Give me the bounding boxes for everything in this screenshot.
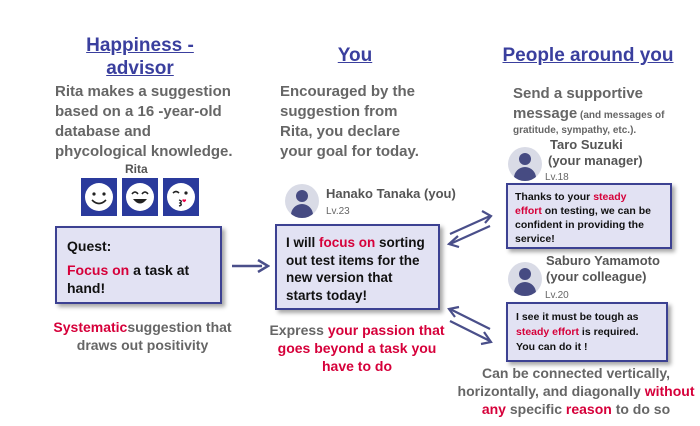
- manager-msg-line: effort on testing, we can be: [515, 204, 663, 218]
- quest-text-highlight: Focus on: [67, 262, 130, 278]
- colleague-msg-highlight: steady effort: [516, 326, 580, 338]
- you-goal-text: sorting: [375, 235, 425, 250]
- manager-msg-line: confident in providing the: [515, 219, 644, 231]
- manager-avatar-icon: [508, 147, 542, 181]
- you-column-title: You: [337, 45, 373, 66]
- colleague-name-line2: (your colleague): [546, 269, 647, 284]
- people-caption-highlight: any: [481, 401, 506, 417]
- you-goal-text: I will: [286, 235, 320, 250]
- advisor-column-title: Happiness - advisor: [70, 34, 210, 80]
- manager-msg-highlight: effort: [515, 205, 542, 217]
- manager-msg-line: Thanks to your steady: [515, 190, 663, 204]
- manager-name-line2: (your manager): [548, 153, 643, 168]
- colleague-message-box: I see it must be tough as steady effort …: [506, 302, 668, 362]
- people-description: Send a supportive message (and messages …: [513, 84, 693, 137]
- you-goal-line: out test items for the: [286, 252, 420, 268]
- you-goal-line: starts today!: [286, 287, 368, 303]
- colleague-avatar-icon: [508, 262, 542, 296]
- you-desc-line: your goal for today.: [280, 143, 419, 160]
- arrow-right-icon: [232, 259, 270, 273]
- you-caption-highlight: goes beyond a task you: [277, 340, 437, 356]
- people-desc-small-line: gratitude, sympathy, etc.).: [513, 125, 637, 136]
- people-caption-highlight: without: [644, 383, 695, 399]
- quest-text-line2: hand!: [67, 280, 106, 296]
- colleague-msg-line: You can do it !: [516, 341, 588, 353]
- manager-msg-text: Thanks to your: [515, 191, 594, 203]
- quest-text-rest: a task at: [129, 262, 190, 278]
- advisor-desc-line: based on a 16 -year-old: [55, 103, 222, 120]
- people-desc-line: message (and messages of: [513, 104, 693, 124]
- quest-title: Quest:: [67, 238, 112, 254]
- people-caption-line: horizontally, and diagonally without: [452, 382, 700, 400]
- kissing-face-icon: [163, 178, 199, 216]
- colleague-msg-line: steady effort is required.: [516, 325, 658, 340]
- advisor-desc-line: database and: [55, 123, 151, 140]
- colleague-msg-text: is required.: [579, 326, 639, 338]
- advisor-desc-line: Rita makes a suggestion: [55, 83, 231, 100]
- advisor-description: Rita makes a suggestion based on a 16 -y…: [55, 82, 255, 162]
- people-caption-text: horizontally, and diagonally: [457, 383, 645, 399]
- smiling-face-icon: [81, 178, 117, 216]
- advisor-title-line1: Happiness -: [86, 35, 194, 56]
- you-caption: Express your passion that goes beyond a …: [262, 321, 452, 375]
- quest-box: Quest: Focus on a task at hand!: [55, 226, 222, 304]
- you-desc-line: Encouraged by the: [280, 83, 416, 100]
- people-caption-highlight: reason: [565, 401, 612, 417]
- you-goal-highlight: focus on: [319, 235, 376, 250]
- bidirectional-arrow-down-icon: [447, 305, 493, 346]
- bidirectional-arrow-up-icon: [446, 210, 493, 248]
- people-column-title: People around you: [502, 45, 674, 66]
- people-caption: Can be connected vertically, horizontall…: [452, 364, 700, 418]
- manager-level: Lv.18: [545, 172, 569, 183]
- you-goal-line: new version that: [286, 270, 393, 285]
- people-caption-text: specific: [505, 401, 566, 417]
- you-avatar-icon: [285, 184, 319, 218]
- rita-label: Rita: [125, 162, 148, 176]
- advisor-caption-line2: draws out positivity: [76, 337, 209, 353]
- people-caption-text: to do so: [611, 401, 671, 417]
- colleague-name-line1: Saburo Yamamoto: [546, 253, 660, 268]
- you-desc-line: suggestion from: [280, 103, 398, 120]
- people-desc-main: message: [513, 105, 578, 122]
- people-desc-line: Send a supportive: [513, 85, 644, 102]
- colleague-level: Lv.20: [545, 290, 569, 301]
- people-caption-line: any specific reason to do so: [452, 400, 700, 418]
- colleague-name: Saburo Yamamoto (your colleague): [546, 253, 660, 285]
- manager-name: Taro Suzuki (your manager): [548, 137, 643, 169]
- you-description: Encouraged by the suggestion from Rita, …: [280, 82, 450, 162]
- advisor-caption-highlight: Systematic: [53, 319, 128, 335]
- grinning-face-icon: [122, 178, 158, 216]
- you-caption-highlight: your passion that: [327, 322, 445, 338]
- you-desc-line: Rita, you declare: [280, 123, 401, 140]
- you-goal-box: I will focus on sorting out test items f…: [275, 224, 440, 310]
- advisor-title-line2: advisor: [106, 58, 174, 79]
- manager-msg-text: on testing, we can be: [541, 205, 651, 217]
- manager-msg-line: service!: [515, 233, 555, 245]
- you-level: Lv.23: [326, 206, 350, 217]
- manager-msg-highlight: steady: [593, 191, 627, 203]
- manager-name-line1: Taro Suzuki: [550, 137, 623, 152]
- colleague-msg-line: I see it must be tough as: [516, 311, 639, 323]
- manager-message-box: Thanks to your steady effort on testing,…: [506, 183, 672, 249]
- quest-text: Focus on a task at: [67, 261, 210, 279]
- advisor-desc-line: phycological knowledge.: [55, 143, 233, 160]
- advisor-caption-rest: suggestion that: [127, 319, 232, 335]
- advisor-caption: Systematicsuggestion that draws out posi…: [30, 318, 255, 354]
- people-desc-small: (and messages of: [577, 110, 665, 121]
- you-caption-text: Express: [269, 322, 328, 338]
- you-name: Hanako Tanaka (you): [326, 186, 456, 201]
- you-goal-line: I will focus on sorting: [286, 234, 429, 252]
- you-caption-highlight: have to do: [321, 358, 392, 374]
- people-caption-line: Can be connected vertically,: [481, 365, 671, 381]
